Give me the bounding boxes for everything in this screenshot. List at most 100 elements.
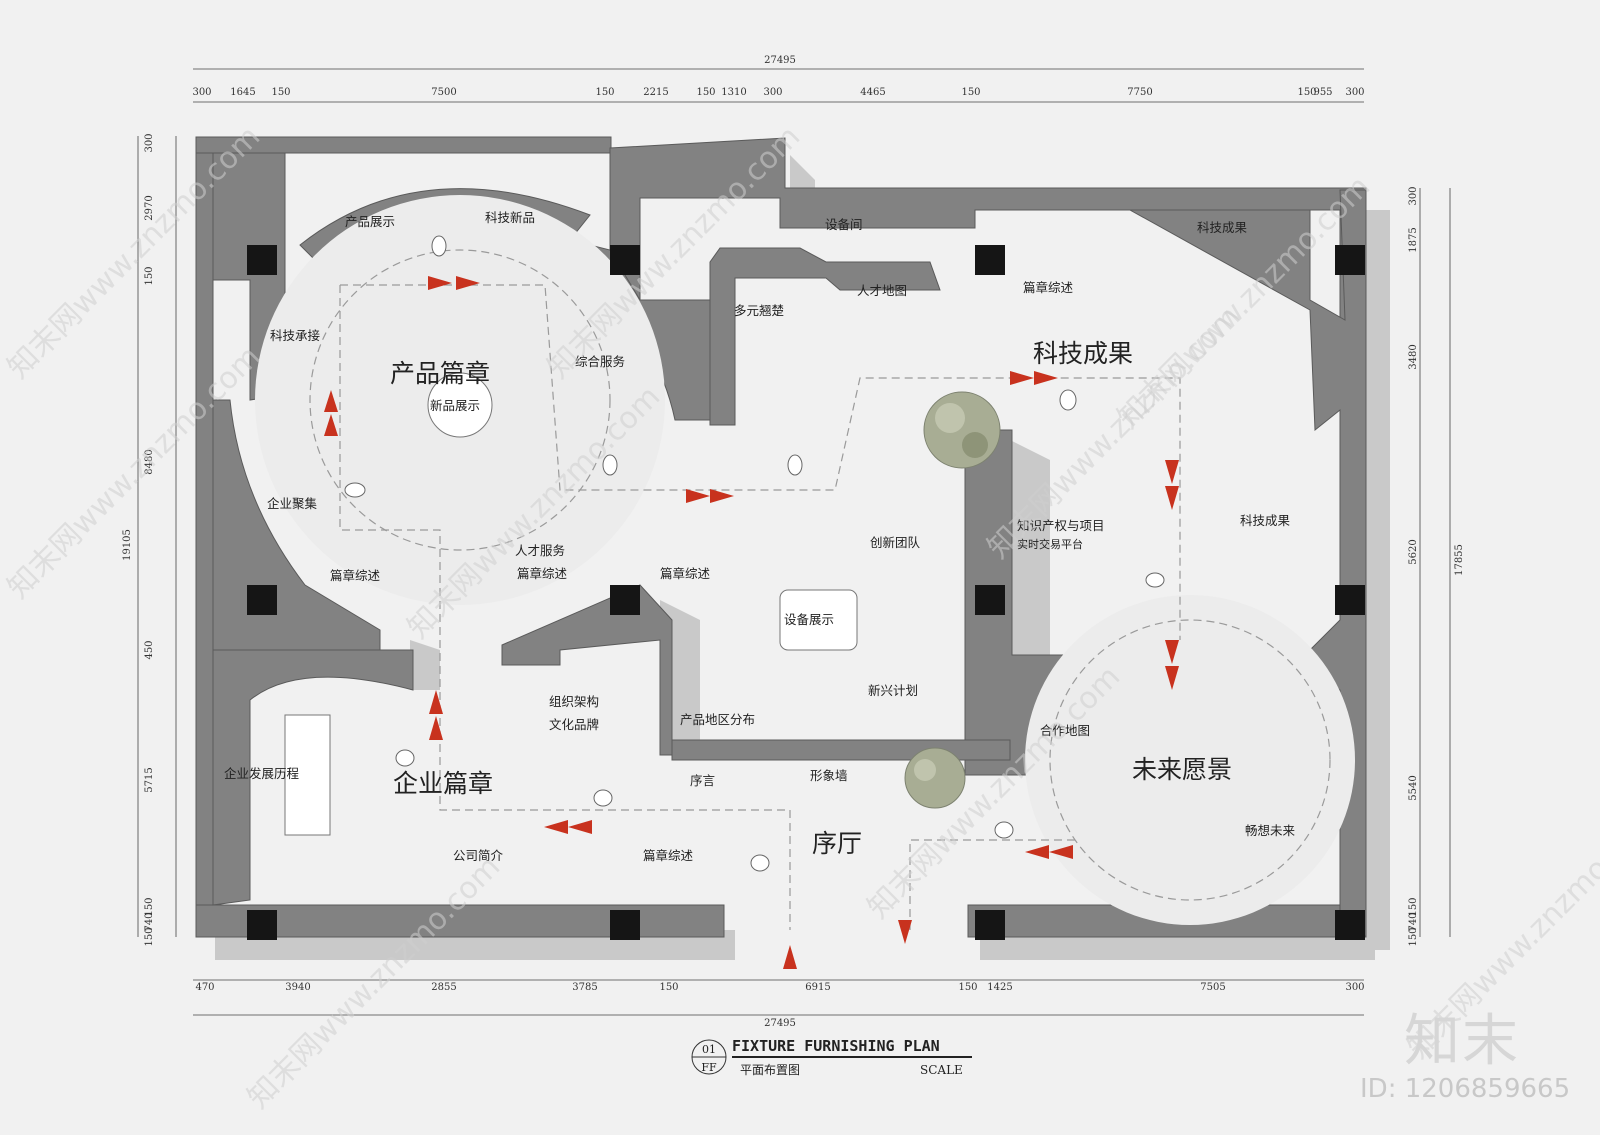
arrow-icon (429, 690, 443, 714)
person-icon (593, 789, 613, 807)
innovation-team-label: 创新团队 (870, 535, 921, 550)
dimension-label: 740 (1408, 912, 1419, 931)
org-structure-label: 组织架构 (549, 694, 599, 709)
visitor-figures (344, 235, 1165, 872)
product-region-label: 产品地区分布 (680, 712, 755, 727)
emerging-plan-label: 新兴计划 (868, 683, 918, 698)
dimension-label: 3940 (285, 982, 310, 993)
direction-arrows (324, 276, 1179, 969)
dimension-label: 150 (659, 982, 678, 993)
image-wall-label: 形象墙 (810, 768, 848, 783)
dimension-label: 150 (144, 266, 155, 285)
dimension-label: 300 (144, 133, 155, 152)
arrow-icon (428, 276, 452, 290)
product-chapter-label: 产品篇章 (390, 359, 490, 388)
cooperation-map-label: 合作地图 (1040, 723, 1090, 738)
tech-results-label: 科技成果 (1240, 513, 1291, 528)
chapter-summary-label: 篇章综述 (1023, 280, 1074, 295)
watermark-logo: 知末 (1404, 1009, 1520, 1074)
new-product-label: 新品展示 (430, 398, 480, 413)
dimension-label: 3480 (1408, 344, 1419, 369)
imagine-future-label: 畅想未来 (1245, 823, 1296, 838)
dim-right-total: 17855 (1454, 544, 1465, 576)
person-icon (750, 854, 770, 872)
arrow-icon (1165, 666, 1179, 690)
person-icon (602, 454, 618, 476)
zone-labels: 产品篇章 新品展示 产品展示 科技新品 科技承接 综合服务 企业聚集 篇章综述 … (224, 210, 1296, 863)
enterprise-history-label: 企业发展历程 (224, 766, 300, 781)
chapter-summary-label: 篇章综述 (517, 566, 568, 581)
title-block: 01 FF FIXTURE FURNISHING PLAN 平面布置图 SCAL… (691, 1037, 972, 1077)
diverse-elite-label: 多元翘楚 (734, 303, 785, 318)
arrow-icon (1034, 371, 1058, 385)
comprehensive-service-label: 综合服务 (575, 354, 625, 369)
arrow-icon (1165, 486, 1179, 510)
arrow-icon (456, 276, 480, 290)
person-icon (344, 482, 366, 498)
circulation-paths (309, 249, 1331, 930)
dimension-label: 2215 (643, 87, 668, 98)
dimension-label: 8480 (144, 449, 155, 474)
company-intro-label: 公司简介 (453, 848, 504, 863)
dimension-label: 150 (144, 927, 155, 946)
dimension-label: 5540 (1408, 775, 1419, 800)
product-display-label: 产品展示 (345, 214, 395, 229)
arrow-icon (1025, 845, 1049, 859)
dimension-label: 7505 (1200, 982, 1225, 993)
dimension-label: 150 (595, 87, 614, 98)
dimension-label: 1310 (721, 87, 746, 98)
dimension-label: 150 (696, 87, 715, 98)
arrow-icon (324, 390, 338, 412)
watermark-id: ID: 1206859665 (1360, 1074, 1571, 1104)
ip-trading-label: 实时交易平台 (1017, 537, 1083, 551)
room-floors (255, 195, 1355, 925)
dimension-label: 1645 (230, 87, 255, 98)
preface-label: 序言 (690, 773, 715, 788)
dimension-label: 2970 (144, 195, 155, 220)
dimension-label: 300 (763, 87, 782, 98)
arrow-icon (686, 489, 710, 503)
arrow-icon (1010, 371, 1034, 385)
structural-columns (247, 245, 1365, 940)
culture-brand-label: 文化品牌 (549, 717, 599, 732)
person-icon (395, 749, 415, 767)
dimension-label: 7750 (1127, 87, 1152, 98)
dimension-label: 150 (958, 982, 977, 993)
future-vision-label: 未来愿景 (1132, 755, 1232, 784)
chapter-summary-label: 篇章综述 (643, 848, 694, 863)
tech-new-product-label: 科技新品 (485, 210, 535, 225)
person-icon (1145, 572, 1165, 588)
dimension-label: 1875 (1408, 227, 1419, 252)
dimension-label: 300 (1345, 87, 1364, 98)
dimension-label: 2855 (431, 982, 456, 993)
arrow-icon (1165, 640, 1179, 664)
dim-left-total: 19105 (122, 529, 133, 561)
dimension-label: 955 (1313, 87, 1332, 98)
dim-bottom-total: 27495 (764, 1018, 796, 1029)
person-icon (1059, 389, 1077, 411)
dimension-label: 7500 (431, 87, 456, 98)
dimension-label: 4465 (860, 87, 885, 98)
dimension-lines (137, 68, 1451, 1016)
arrow-icon (568, 820, 592, 834)
dimension-label: 740 (144, 912, 155, 931)
arrow-icon (324, 414, 338, 436)
tech-inherit-label: 科技承接 (270, 328, 321, 343)
talent-service-label: 人才服务 (515, 543, 565, 558)
sheet-code: FF (701, 1061, 717, 1074)
dimension-label: 450 (144, 640, 155, 659)
arrow-icon (429, 716, 443, 740)
enterprise-chapter-label: 企业篇章 (393, 769, 493, 798)
plan-title-cn: 平面布置图 (740, 1063, 800, 1077)
dimension-label: 300 (1408, 186, 1419, 205)
dimension-label: 5620 (1408, 539, 1419, 564)
lobby-label: 序厅 (812, 829, 862, 858)
arrow-icon (710, 489, 734, 503)
svg-text:知末网www.znzmo.com: 知末网www.znzmo.com (241, 849, 507, 1115)
dimension-label: 300 (192, 87, 211, 98)
dimension-label: 3785 (572, 982, 597, 993)
talent-map-label: 人才地图 (857, 283, 907, 298)
